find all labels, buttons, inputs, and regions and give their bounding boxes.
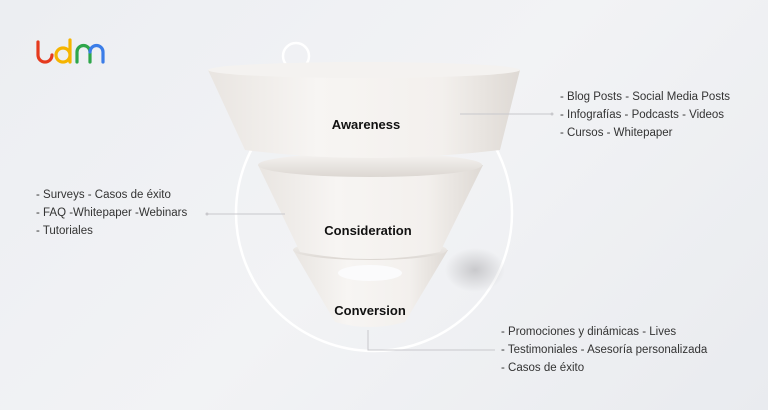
- list-item: - Casos de éxito: [501, 362, 585, 374]
- stage-label-conversion: Conversion: [334, 303, 406, 318]
- list-item: - Promociones y dinámicas - Lives: [501, 326, 677, 338]
- list-item: - Blog Posts - Social Media Posts: [560, 91, 731, 103]
- consideration-content-list: - Surveys - Casos de éxito - FAQ -Whitep…: [36, 186, 187, 240]
- conversion-content-list: - Promociones y dinámicas - Lives - Test…: [501, 323, 707, 377]
- funnel-tier-awareness: [208, 62, 520, 158]
- list-item: - FAQ -Whitepaper -Webinars: [36, 207, 188, 219]
- funnel-tier-consideration: [258, 153, 483, 259]
- connector-conversion: [367, 330, 495, 351]
- list-item: - Infografías - Podcasts - Videos: [560, 109, 725, 121]
- list-item: - Cursos - Whitepaper: [560, 127, 673, 139]
- awareness-content-list: - Blog Posts - Social Media Posts - Info…: [560, 88, 730, 142]
- udm-logo: [36, 38, 105, 64]
- list-item: - Testimoniales - Asesoría personalizada: [501, 344, 708, 356]
- list-item: - Surveys - Casos de éxito: [36, 189, 171, 201]
- stage-label-awareness: Awareness: [331, 117, 401, 132]
- stage-label-consideration: Consideration: [324, 223, 412, 238]
- list-item: - Tutoriales: [36, 225, 93, 237]
